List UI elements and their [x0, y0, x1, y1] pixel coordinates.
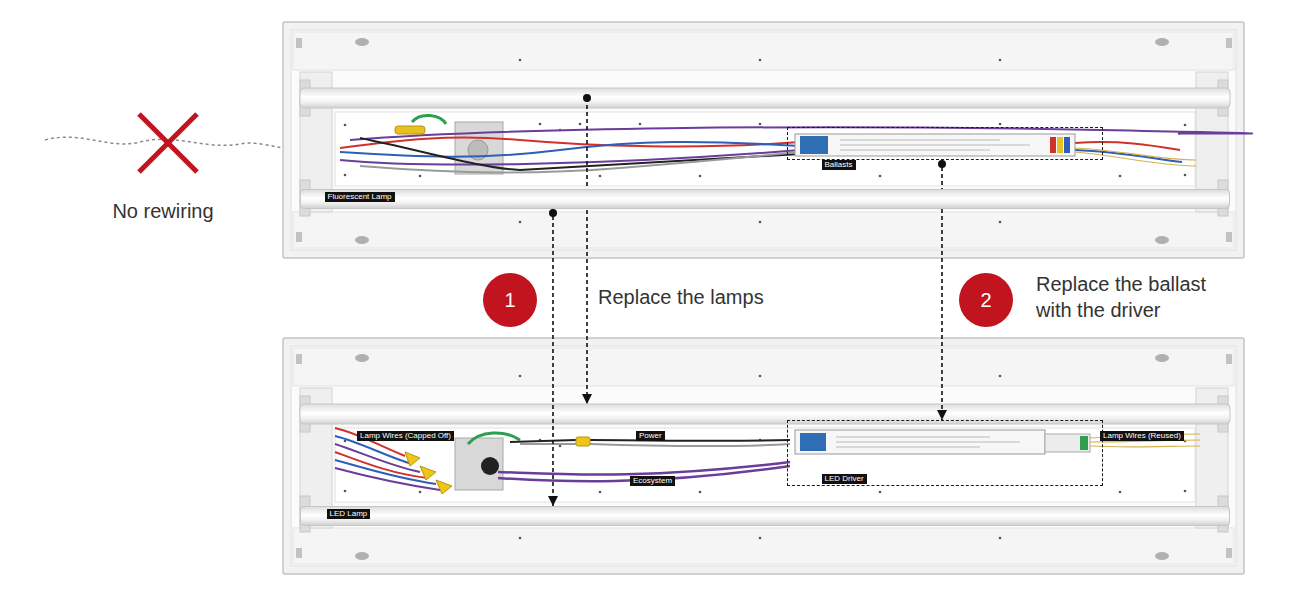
bushing [481, 457, 499, 475]
wire-tag: Lamp Wires (Reused) [1100, 431, 1184, 441]
fluorescent-fixture [283, 22, 1252, 258]
led-fixture [283, 338, 1244, 574]
callout-number: 1 [483, 273, 537, 327]
wire-tag: Lamp Wires (Capped Off) [357, 431, 454, 441]
wire-tag: Ecosystem [630, 476, 675, 486]
junction-plate [455, 438, 503, 490]
wire-nut [395, 126, 425, 134]
connectors [549, 160, 946, 506]
part-label: LED Driver [822, 474, 867, 484]
arrow-dot [938, 160, 946, 168]
ballast-box: Ballasts [787, 127, 1103, 160]
step-text: Replace the lamps [598, 284, 764, 310]
step-arrow [552, 209, 554, 506]
lamp-tube: Fluorescent Lamp [300, 189, 1230, 209]
wire-bundle [340, 115, 1252, 172]
wire-nut [405, 452, 452, 494]
junction-plate [455, 122, 503, 174]
lamp-tube [300, 404, 1230, 424]
arrow-dot [549, 209, 557, 217]
ballast [795, 134, 1075, 156]
annotation-text: No rewiring [112, 198, 213, 224]
fixture-housing [283, 338, 1244, 574]
led-driver [795, 430, 1090, 454]
lamp-tube: LED Lamp [300, 506, 1230, 526]
power-wires [468, 433, 790, 446]
no-rewiring-mark [45, 114, 283, 172]
callout-number: 2 [959, 273, 1013, 327]
part-label: LED Lamp [327, 509, 371, 519]
lamp-tube [300, 88, 1230, 108]
step-arrow [586, 98, 588, 404]
cross-mark [139, 114, 197, 172]
cross-mark [139, 114, 197, 172]
wire-tag: Power [636, 431, 665, 441]
driver-box: LED Driver [787, 420, 1103, 486]
wire-connector [576, 437, 590, 446]
fixture-housing [283, 22, 1244, 258]
lamp-arrow [583, 94, 591, 404]
arrow-dot [583, 94, 591, 102]
part-label: Ballasts [822, 160, 856, 170]
step-text: Replace the ballast with the driver [1036, 271, 1241, 323]
part-label: Fluorescent Lamp [325, 192, 395, 202]
